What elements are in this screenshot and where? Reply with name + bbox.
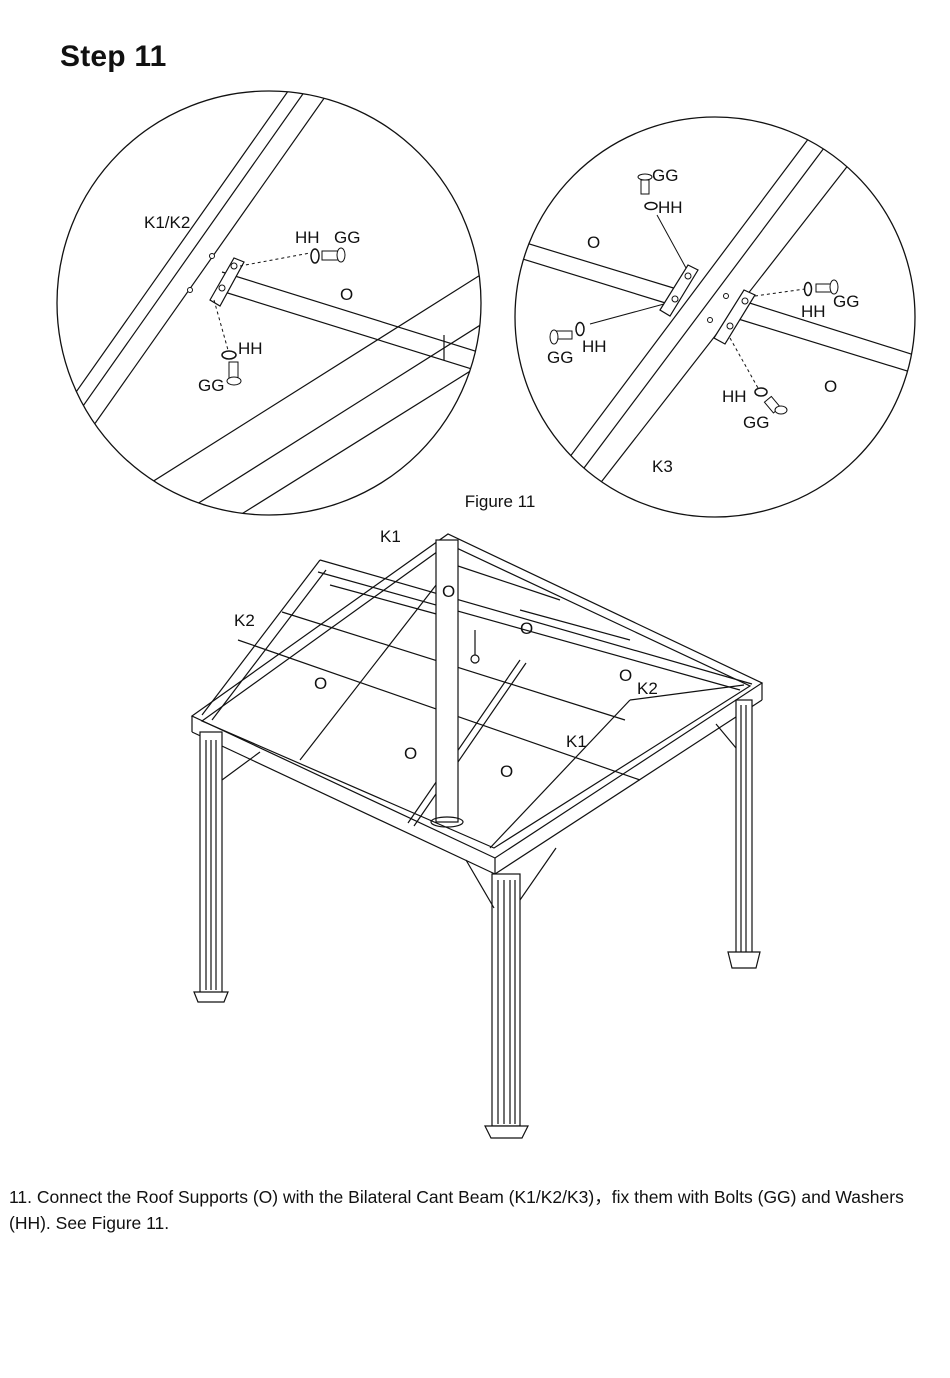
detail-circle-left: K1/K2 HH GG O HH GG [0,60,520,540]
label-o: O [500,762,513,781]
bolt-icon [641,180,649,194]
label-o: O [824,377,837,396]
washer-icon [805,283,812,296]
label-gg: GG [652,166,678,185]
label-k1: K1 [380,527,401,546]
label-gg: GG [547,348,573,367]
gazebo-drawing [192,534,762,1138]
label-hh: HH [295,228,320,247]
label-k1-k2: K1/K2 [144,213,190,232]
label-o: O [404,744,417,763]
instruction-text: 11. Connect the Roof Supports (O) with t… [9,1184,949,1236]
label-gg: GG [743,413,769,432]
label-gg: GG [833,292,859,311]
detail-circle-right: GG HH O HH GG GG HH O HH GG K3 [500,117,930,517]
label-o: O [314,674,327,693]
label-o: O [520,619,533,638]
label-o: O [587,233,600,252]
label-k2: K2 [637,679,658,698]
label-k1: K1 [566,732,587,751]
label-o: O [619,666,632,685]
figure-caption: Figure 11 [0,492,950,512]
washer-icon [576,323,584,336]
washer-icon [311,249,319,263]
label-hh: HH [722,387,747,406]
label-hh: HH [582,337,607,356]
bolt-icon [229,362,238,378]
label-hh: HH [658,198,683,217]
washer-icon [755,388,767,396]
bolt-icon [322,251,338,260]
label-k3: K3 [652,457,673,476]
washer-icon [645,203,657,210]
washer-icon [222,351,236,359]
label-gg: GG [198,376,224,395]
label-gg: GG [334,228,360,247]
label-o: O [340,285,353,304]
label-hh: HH [238,339,263,358]
label-k2: K2 [234,611,255,630]
label-o: O [442,582,455,601]
label-hh: HH [801,302,826,321]
